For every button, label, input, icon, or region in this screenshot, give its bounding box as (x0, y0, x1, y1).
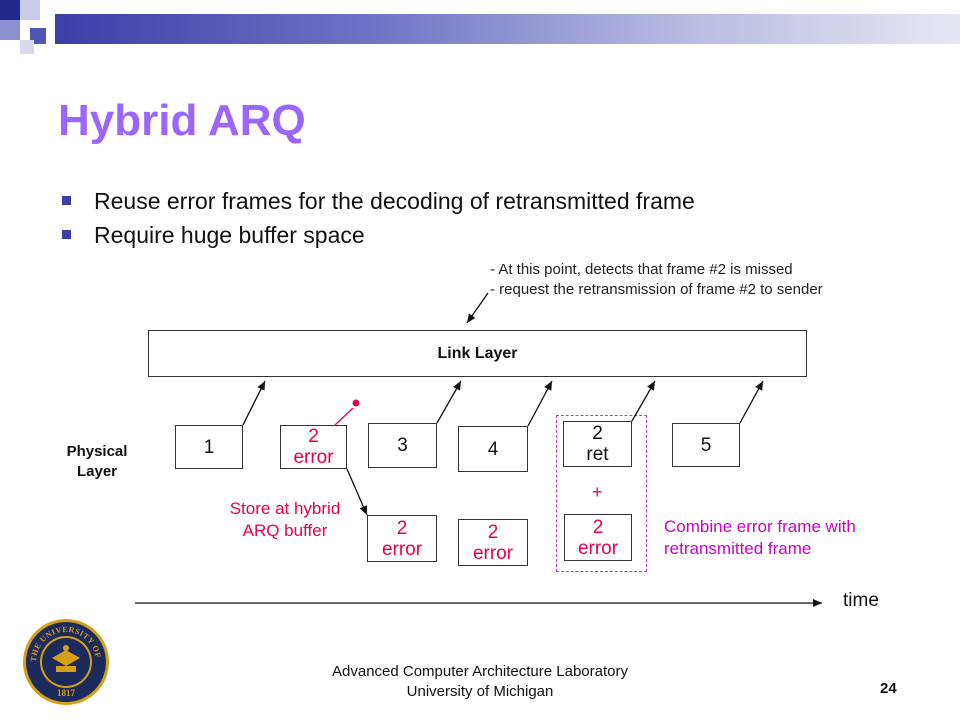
combine-group-dashed-box (556, 415, 647, 572)
plus-sign: + (592, 482, 603, 502)
bullet-list: Reuse error frames for the decoding of r… (60, 186, 695, 254)
frame-status: ret (586, 444, 609, 465)
header-square-light (20, 0, 40, 20)
university-seal-logo: THE UNIVERSITY OF MICHIGAN 1817 (22, 618, 109, 705)
frame-5: 5 (672, 423, 740, 467)
frame-number: 5 (700, 434, 712, 456)
frame-number: 2 (592, 423, 603, 444)
header-square-dark (0, 0, 20, 20)
error-drop-dot (352, 399, 360, 407)
header-square-mid (0, 20, 20, 40)
frame-status: error (293, 447, 334, 468)
store-buffer-label: Store at hybrid ARQ buffer (205, 498, 365, 542)
footer-university: University of Michigan (406, 683, 554, 700)
frame-4: 4 (458, 426, 528, 472)
frame-status: error (472, 542, 514, 564)
physical-layer-label: Physical Layer (56, 442, 138, 482)
frame-3-up-arrow (436, 380, 462, 424)
svg-text:1817: 1817 (57, 688, 76, 698)
note-pointer-arrow (466, 292, 489, 324)
combine-label: Combine error frame with retransmitted f… (664, 516, 856, 560)
frame-1: 1 (175, 425, 243, 469)
frame-number: 1 (203, 436, 215, 458)
header-square-small (30, 28, 46, 44)
frame-number: 3 (397, 435, 408, 456)
combine-line: Combine error frame with (664, 517, 856, 536)
header-square-faint (20, 40, 34, 54)
note-line: - At this point, detects that frame #2 i… (490, 261, 793, 278)
slide-title: Hybrid ARQ (58, 96, 306, 145)
frame-3: 3 (368, 423, 437, 468)
frame-4-up-arrow (527, 380, 553, 427)
combine-line: retransmitted frame (664, 539, 812, 558)
error-drop-line (334, 407, 354, 426)
frame-number: 2 (487, 521, 499, 543)
link-layer-box: Link Layer (148, 330, 807, 377)
frame-5-up-arrow (739, 380, 764, 424)
frame-number: 2 (592, 516, 604, 538)
frame-status: error (381, 538, 423, 560)
link-layer-label: Link Layer (437, 344, 518, 362)
footer: Advanced Computer Architecture Laborator… (260, 662, 700, 702)
page-number: 24 (880, 680, 897, 697)
frame-2-ret-up-arrow (631, 380, 656, 422)
note-line: - request the retransmission of frame #2… (490, 281, 823, 298)
bullet-item: Reuse error frames for the decoding of r… (60, 186, 695, 220)
store-line: Store at hybrid (229, 499, 341, 518)
frame-status: error (577, 537, 619, 559)
store-line: ARQ buffer (242, 521, 328, 540)
time-axis-label: time (843, 590, 879, 611)
bullet-text: Require huge buffer space (94, 222, 365, 248)
bullet-square-icon (62, 230, 71, 239)
physical-layer-line: Physical (66, 443, 128, 460)
bullet-square-icon (62, 196, 71, 205)
header-gradient-bar (55, 14, 960, 44)
bullet-text: Reuse error frames for the decoding of r… (94, 188, 695, 214)
frame-number: 2 (308, 426, 319, 447)
physical-layer-line: Layer (76, 463, 118, 480)
frame-number: 4 (487, 438, 499, 460)
frame-number: 2 (396, 517, 408, 539)
store-buffer-arrow (346, 468, 368, 516)
frame-1-up-arrow (242, 380, 266, 426)
detection-note: - At this point, detects that frame #2 i… (490, 260, 823, 300)
footer-lab-name: Advanced Computer Architecture Laborator… (332, 663, 628, 680)
bullet-item: Require huge buffer space (60, 220, 695, 254)
